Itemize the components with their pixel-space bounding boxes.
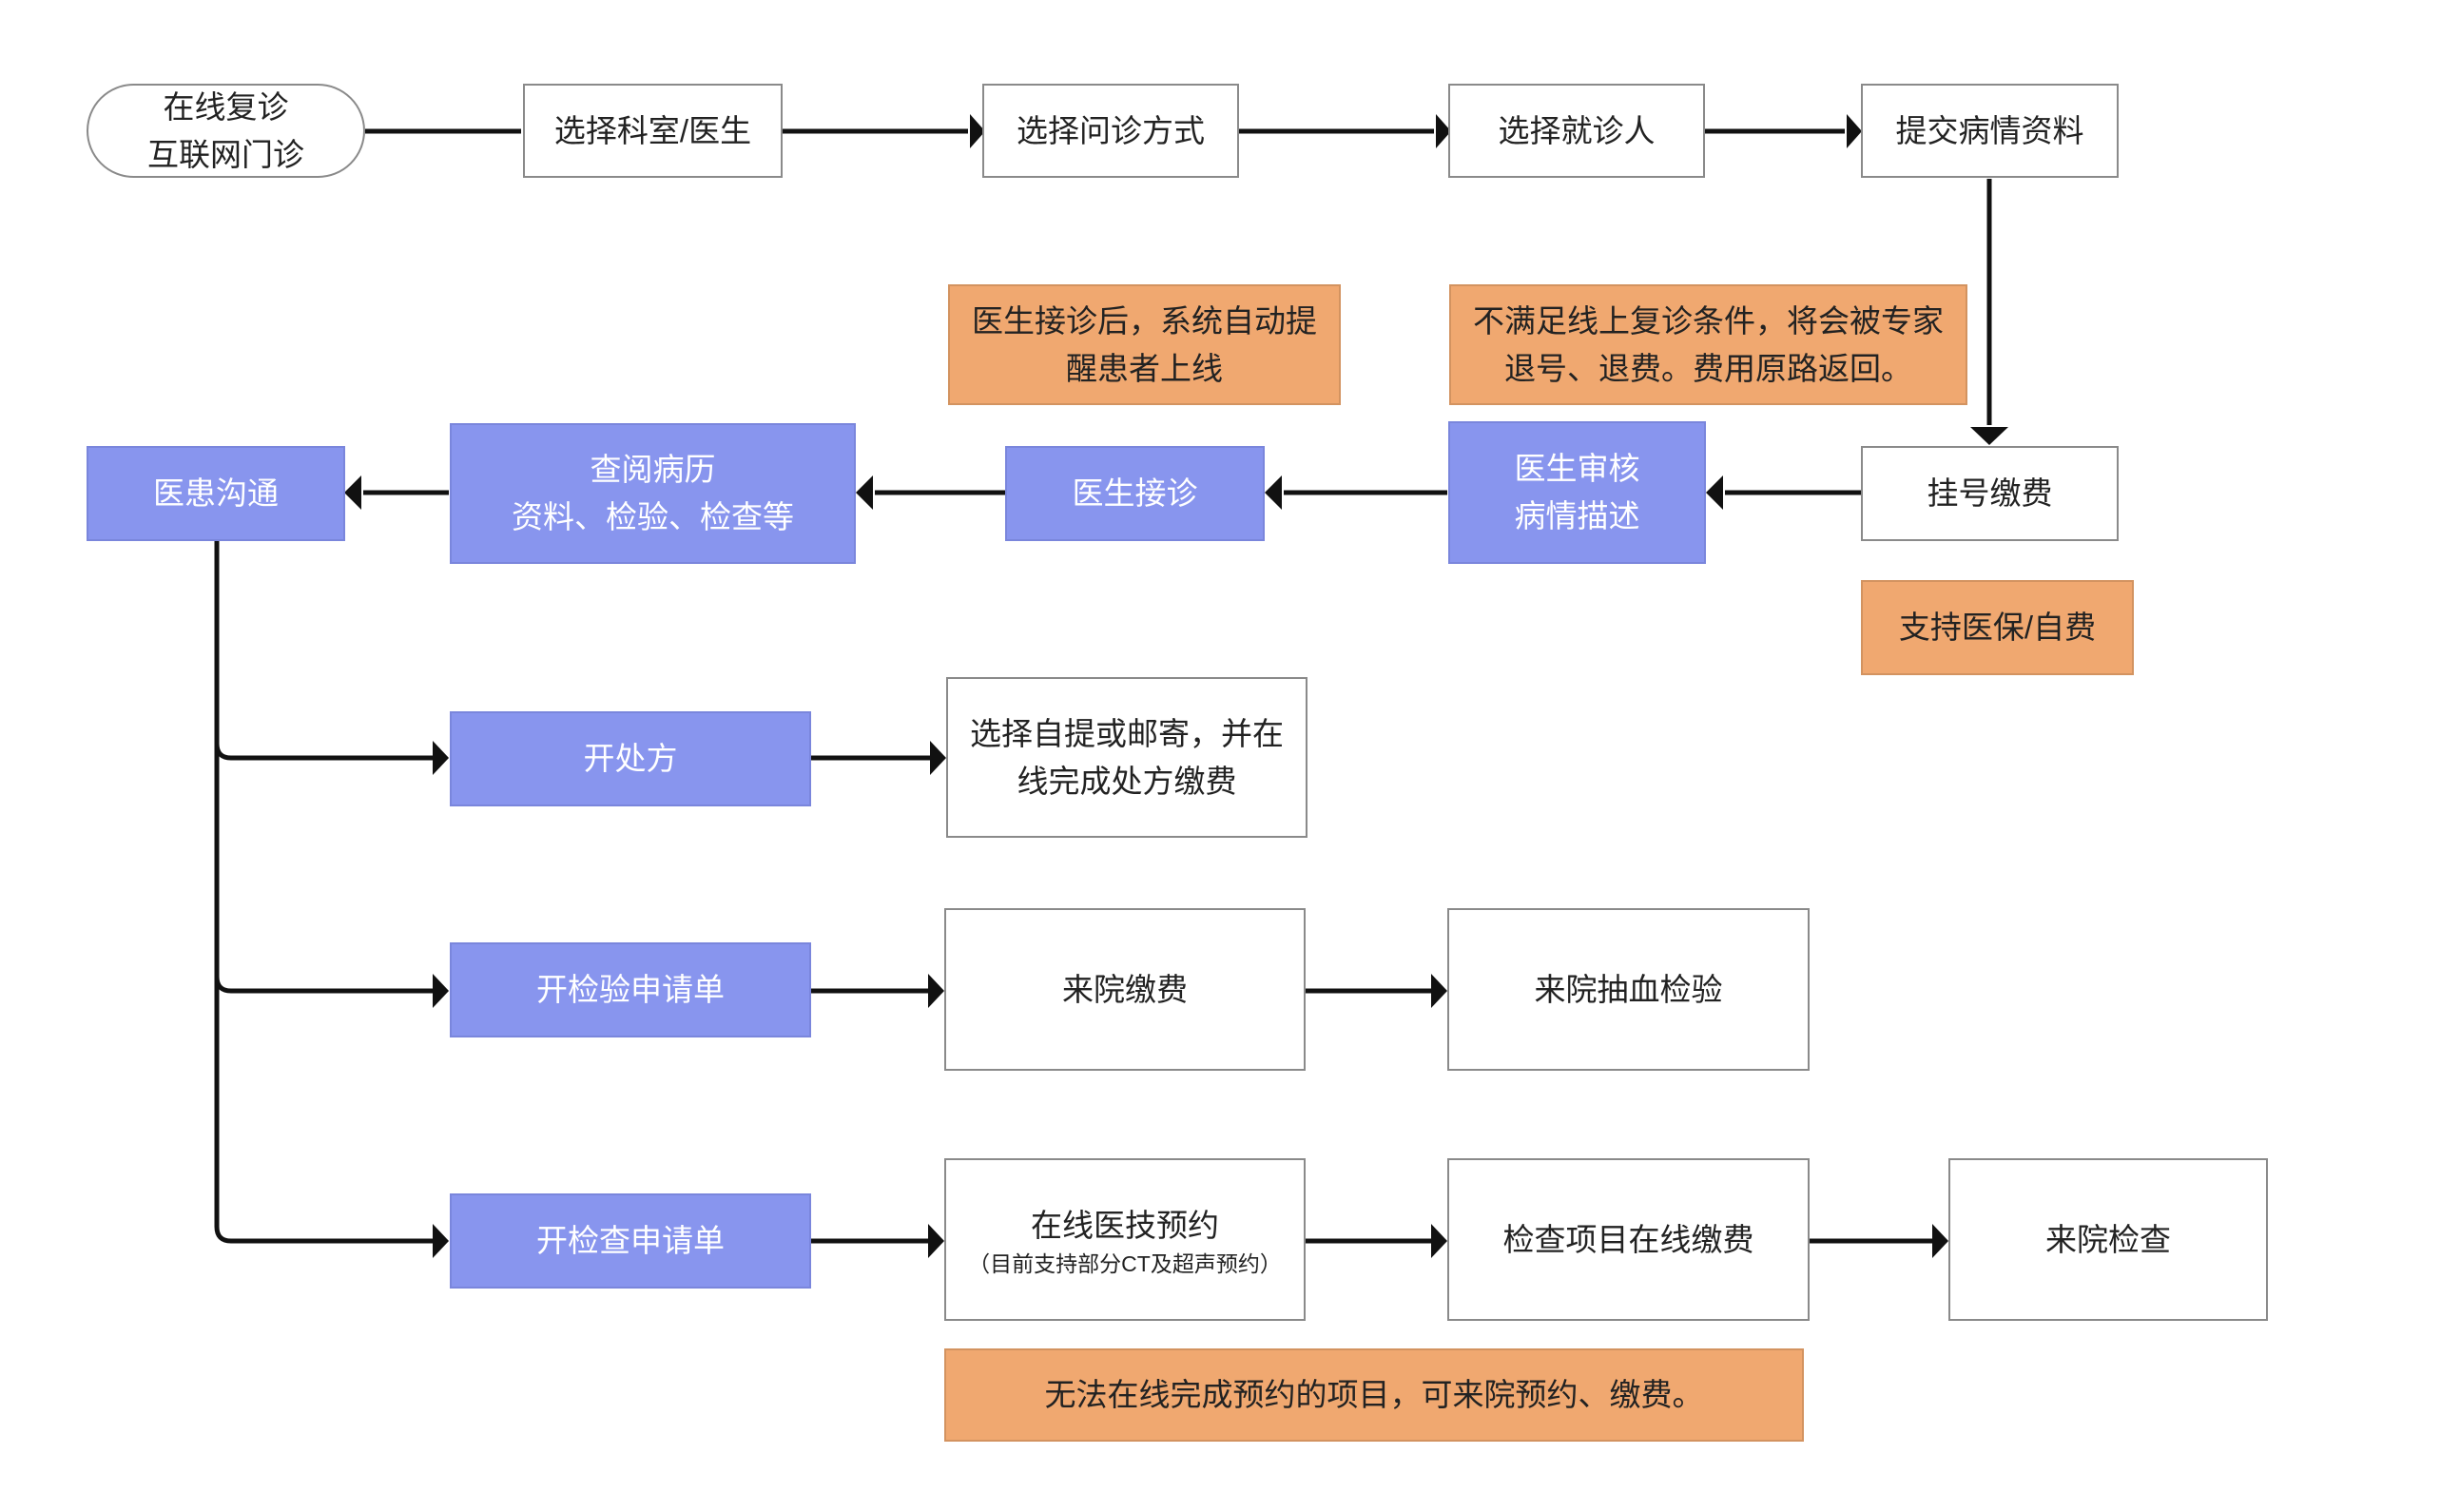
- branch-lab: [214, 976, 433, 994]
- review-line2: 病情描述: [1514, 498, 1640, 533]
- register-pay-label: 挂号缴费: [1927, 475, 2053, 511]
- rx-choice-line2: 线完成处方缴费: [1017, 763, 1237, 799]
- communicate-node[interactable]: 医患沟通: [87, 446, 345, 541]
- start-line1: 在线复诊: [163, 88, 289, 125]
- note-reject-line2: 退号、退费。费用原路返回。: [1504, 350, 1912, 386]
- view-records-node[interactable]: 查阅病历 资料、检验、检查等: [450, 423, 856, 564]
- exam-book-line2: （目前支持部分CT及超声预约）: [968, 1250, 1282, 1276]
- exam-order-node[interactable]: 开检查申请单: [450, 1193, 811, 1289]
- exam-book-node[interactable]: 在线医技预约 （目前支持部分CT及超声预约）: [944, 1158, 1306, 1321]
- lab-pay-label: 来院缴费: [1062, 971, 1188, 1007]
- note-auto-remind: 医生接诊后，系统自动提 醒患者上线: [948, 284, 1341, 405]
- select-patient-label: 选择就诊人: [1498, 112, 1656, 148]
- exam-book-line1: 在线医技预约: [1031, 1207, 1219, 1243]
- prescribe-label: 开处方: [583, 741, 678, 776]
- note-remind-line2: 醒患者上线: [1066, 350, 1223, 386]
- start-node[interactable]: 在线复诊 互联网门诊: [87, 84, 365, 178]
- exam-pay-node[interactable]: 检查项目在线缴费: [1447, 1158, 1810, 1321]
- doctor-review-node[interactable]: 医生审核 病情描述: [1448, 421, 1706, 564]
- select-mode-label: 选择问诊方式: [1017, 112, 1205, 148]
- doctor-accept-label: 医生接诊: [1072, 475, 1198, 511]
- select-dept-node[interactable]: 选择科室/医生: [523, 84, 783, 178]
- records-line2: 资料、检验、检查等: [512, 499, 794, 534]
- note-insurance-label: 支持医保/自费: [1898, 610, 2097, 645]
- select-dept-label: 选择科室/医生: [553, 112, 752, 148]
- exam-visit-label: 来院检查: [2045, 1221, 2171, 1257]
- submit-info-node[interactable]: 提交病情资料: [1861, 84, 2119, 178]
- records-line1: 查阅病历: [590, 452, 716, 487]
- note-remind-line1: 医生接诊后，系统自动提: [972, 302, 1317, 339]
- lab-draw-node[interactable]: 来院抽血检验: [1447, 908, 1810, 1071]
- prescribe-node[interactable]: 开处方: [450, 711, 811, 806]
- lab-draw-label: 来院抽血检验: [1534, 971, 1723, 1007]
- exam-order-label: 开检查申请单: [536, 1223, 725, 1258]
- note-reject-refund: 不满足线上复诊条件，将会被专家 退号、退费。费用原路返回。: [1449, 284, 1967, 405]
- select-mode-node[interactable]: 选择问诊方式: [982, 84, 1239, 178]
- exam-pay-label: 检查项目在线缴费: [1502, 1221, 1754, 1257]
- lab-pay-node[interactable]: 来院缴费: [944, 908, 1306, 1071]
- branch-prescribe: [214, 743, 433, 761]
- note-reject-line1: 不满足线上复诊条件，将会被专家: [1473, 302, 1944, 339]
- select-patient-node[interactable]: 选择就诊人: [1448, 84, 1705, 178]
- note-offline-label: 无法在线完成预约的项目，可来院预约、缴费。: [1044, 1377, 1704, 1412]
- register-pay-node[interactable]: 挂号缴费: [1861, 446, 2119, 541]
- exam-visit-node[interactable]: 来院检查: [1948, 1158, 2268, 1321]
- lab-order-node[interactable]: 开检验申请单: [450, 942, 811, 1037]
- lab-order-label: 开检验申请单: [536, 972, 725, 1007]
- rx-choice-line1: 选择自提或邮寄，并在: [970, 715, 1284, 751]
- review-line1: 医生审核: [1514, 451, 1640, 486]
- trunk-line: [214, 540, 433, 1244]
- rx-choice-node[interactable]: 选择自提或邮寄，并在 线完成处方缴费: [946, 677, 1307, 838]
- note-offline-booking: 无法在线完成预约的项目，可来院预约、缴费。: [944, 1348, 1804, 1442]
- submit-info-label: 提交病情资料: [1895, 112, 2084, 148]
- start-line2: 互联网门诊: [147, 136, 304, 172]
- communicate-label: 医患沟通: [153, 475, 279, 511]
- note-insurance: 支持医保/自费: [1861, 580, 2134, 675]
- doctor-accept-node[interactable]: 医生接诊: [1005, 446, 1265, 541]
